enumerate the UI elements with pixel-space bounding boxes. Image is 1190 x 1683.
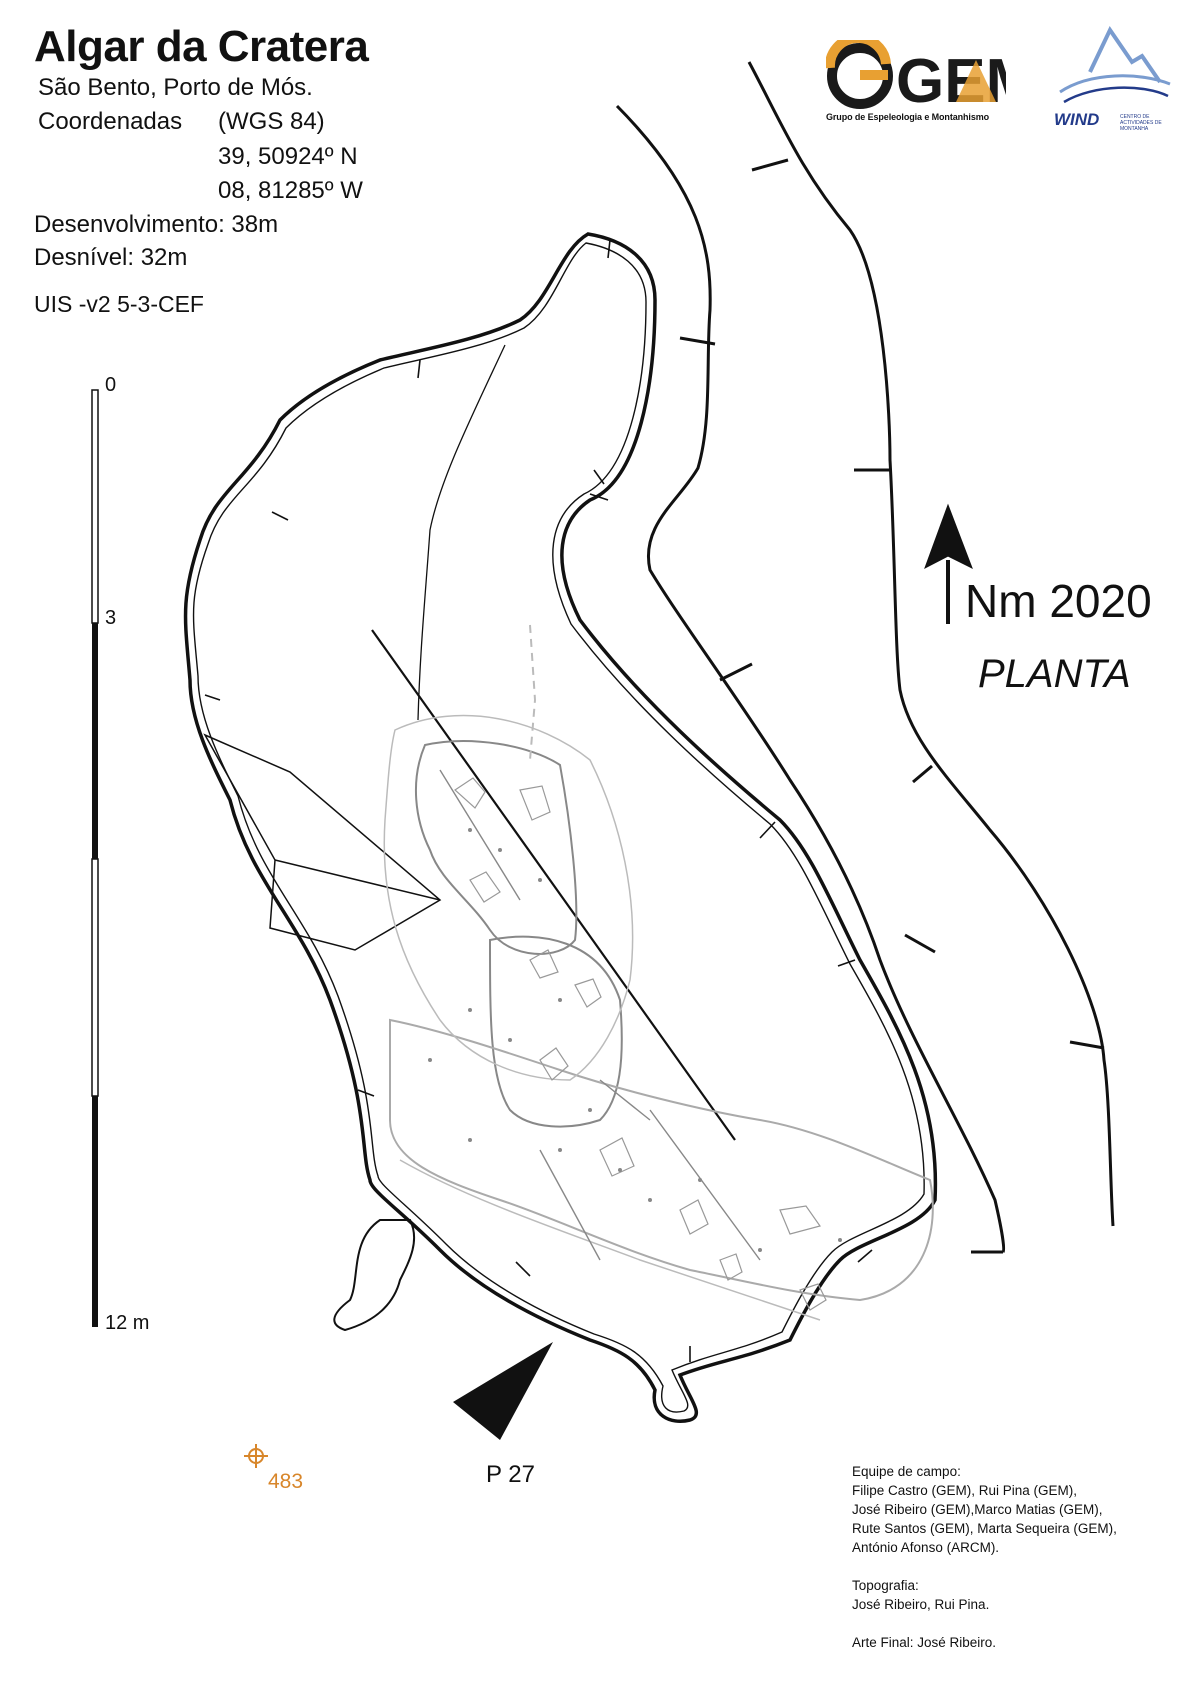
field-team-line: António Afonso (ARCM). (852, 1540, 1000, 1555)
wind-logo (1059, 26, 1171, 104)
field-team-line: José Ribeiro (GEM),Marco Matias (GEM), (852, 1502, 1103, 1517)
coordinates-label: Coordenadas (38, 108, 183, 135)
wind-logo-text: WIND (1054, 110, 1100, 129)
uis-grade: UIS -v2 5-3-CEF (34, 291, 204, 317)
gem-logo-g-bar (860, 70, 888, 80)
location-text: São Bento, Porto de Mós. (38, 74, 313, 101)
surface-contour-outer (747, 61, 1115, 1227)
pit-debris (389, 740, 934, 1302)
drop-text: Desnível: 32m (34, 244, 188, 271)
scale-label-0: 0 (105, 374, 117, 396)
spacer (852, 1614, 1117, 1633)
north-arrow-icon (924, 503, 973, 624)
inner-passage (371, 344, 736, 1141)
gem-logo-g-arc (826, 40, 891, 69)
wind-logo-subtitle: Centro de Actividades de Montanha (1120, 114, 1162, 132)
scale-label-3: 3 (105, 607, 117, 629)
survey-names: José Ribeiro, Rui Pina. (852, 1597, 990, 1612)
surface-contour-inner (615, 104, 1006, 1254)
coordinates-datum: (WGS 84) (218, 108, 325, 135)
development-text: Desenvolvimento: 38m (34, 211, 279, 238)
spacer (852, 1557, 1117, 1576)
field-team-line: Filipe Castro (GEM), Rui Pina (GEM), (852, 1483, 1078, 1498)
field-team-line: Rute Santos (GEM), Marta Sequeira (GEM), (852, 1521, 1117, 1536)
entrance-arrow-icon (453, 1342, 553, 1440)
final-art-credit: Arte Final: José Ribeiro. (852, 1635, 997, 1650)
gem-logo-subtitle: Grupo de Espeleologia e Montanhismo (826, 112, 990, 122)
map-title: Algar da Cratera (34, 22, 369, 71)
pit-debris-light (383, 714, 821, 1321)
view-label: PLANTA (978, 652, 1131, 696)
survey-station-icon (244, 1444, 268, 1468)
gem-logo-text: GEM (896, 47, 1006, 116)
wind-logo-swoosh (1059, 74, 1171, 94)
gem-logo-mountain (956, 60, 996, 102)
field-team-heading: Equipe de campo: (852, 1464, 961, 1479)
side-chamber (203, 733, 442, 1332)
credits-block: Equipe de campo: Filipe Castro (GEM), Ru… (852, 1462, 1117, 1652)
coordinates-latitude: 39, 50924º N (218, 143, 358, 170)
wall-ticks (204, 239, 873, 1362)
pit-label: P 27 (486, 1461, 535, 1488)
shaft-dashed (529, 624, 537, 761)
coordinates-longitude: 08, 81285º W (218, 177, 363, 204)
survey-heading: Topografia: (852, 1578, 919, 1593)
north-label: Nm 2020 (965, 575, 1152, 627)
gem-logo: GEM (826, 40, 1006, 116)
slope-lines (439, 769, 761, 1261)
rock-blocks (454, 777, 827, 1311)
wind-logo-mountain-icon (1088, 26, 1162, 84)
station-label: 483 (268, 1470, 304, 1493)
cave-wall-outline (183, 232, 938, 1423)
debris-dots (428, 828, 842, 1252)
wind-logo-swoosh (1063, 86, 1169, 104)
scale-bar (91, 389, 99, 1327)
scale-label-12: 12 m (105, 1312, 150, 1334)
